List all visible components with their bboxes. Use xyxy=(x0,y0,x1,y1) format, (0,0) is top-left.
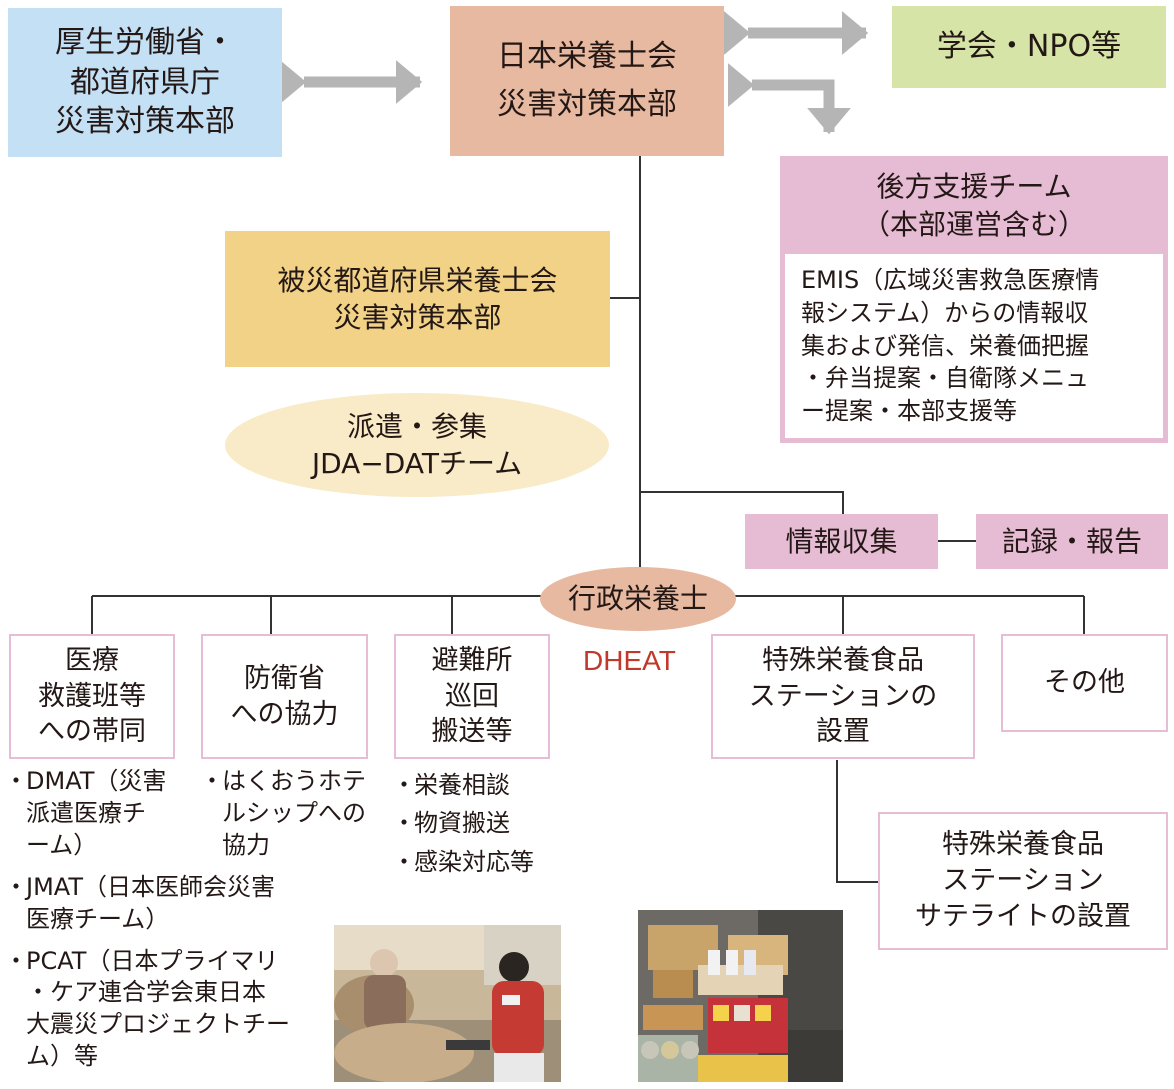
backup-detail-line: 報システム）からの情報収 xyxy=(801,299,1089,328)
list-item: ・感染対応等 xyxy=(392,843,534,881)
list-item-line: 大震災プロジェクトチー xyxy=(26,1010,290,1039)
other-box: その他 xyxy=(1001,634,1168,732)
sdf-line: への協力 xyxy=(230,698,339,730)
admin-dietitian-ellipse: 行政栄養士 xyxy=(540,567,736,631)
list-item-line: 派遣医療チ xyxy=(26,798,146,827)
shelter-list: ・栄養相談 ・物資搬送 ・感染対応等 xyxy=(392,766,534,881)
jda-hq-line: 災害対策本部 xyxy=(497,87,677,122)
list-item-text: 感染対応等 xyxy=(414,847,534,876)
sdf-cooperation-box: 防衛省 への協力 xyxy=(201,634,368,759)
backup-team-box: 後方支援チーム （本部運営含む） xyxy=(780,156,1168,255)
arrow-jda-backup xyxy=(727,63,851,135)
list-item-text: 物資搬送 xyxy=(414,809,510,838)
food-station-line: ステーションの xyxy=(748,680,938,712)
academia-npo-box: 学会・NPO等 xyxy=(892,6,1166,88)
academia-line: 学会・NPO等 xyxy=(936,29,1122,65)
list-item-line: ム）等 xyxy=(26,1042,98,1071)
ministry-hq-box: 厚生労働省・ 都道府県庁 災害対策本部 xyxy=(8,8,282,157)
bullet-dot: ・ xyxy=(4,872,28,901)
prefecture-hq-line: 被災都道府県栄養士会 xyxy=(277,263,558,297)
bullet-dot: ・ xyxy=(392,771,416,799)
list-item: ・栄養相談 xyxy=(392,766,534,804)
list-item-line: ルシップへの xyxy=(222,798,366,827)
satellite-line: ステーション xyxy=(942,865,1104,897)
backup-detail-line: EMIS（広域災害救急医療情 xyxy=(801,266,1100,295)
list-item-line: 協力 xyxy=(222,830,270,859)
admin-dietitian-label: 行政栄養士 xyxy=(567,582,708,616)
medical-line: 救護班等 xyxy=(38,680,146,712)
bullet-dot: ・ xyxy=(4,946,28,975)
food-station-box: 特殊栄養食品 ステーションの 設置 xyxy=(711,634,975,759)
shelter-line: 巡回 xyxy=(445,680,499,712)
branch-info xyxy=(640,491,844,514)
consultation-photo xyxy=(334,925,561,1082)
bullet-dot: ・ xyxy=(200,767,224,795)
food-station-line: 特殊栄養食品 xyxy=(762,644,924,676)
food-supplies-photo xyxy=(638,910,843,1082)
dheat-label: DHEAT xyxy=(583,645,676,676)
backup-team-line: （本部運営含む） xyxy=(861,207,1086,241)
list-item-line: JMAT（日本医師会災害 xyxy=(26,872,275,901)
shelter-patrol-box: 避難所 巡回 搬送等 xyxy=(394,634,550,759)
jda-dat-line: JDA−DATチーム xyxy=(311,447,523,480)
list-item: ・DMAT（災害 派遣医療チ ーム） xyxy=(4,766,290,862)
backup-detail-line: ・弁当提案・自衛隊メニュ xyxy=(801,364,1089,393)
jda-hq-line: 日本栄養士会 xyxy=(497,39,677,74)
list-item-line: 医療チーム） xyxy=(26,904,170,933)
info-collection-label: 情報収集 xyxy=(785,524,898,558)
other-label: その他 xyxy=(1044,667,1125,699)
list-item: ・物資搬送 xyxy=(392,804,534,842)
list-item-line: ・ケア連合学会東日本 xyxy=(26,978,266,1007)
list-item: ・PCAT（日本プライマリ ・ケア連合学会東日本 大震災プロジェクトチー ム）等 xyxy=(4,946,290,1074)
branch-satellite xyxy=(836,760,878,883)
bullet-dot: ・ xyxy=(392,847,416,876)
backup-detail-line: 集および発信、栄養価把握 xyxy=(801,331,1089,360)
list-item: ・はくおうホテ ルシップへの 協力 xyxy=(200,766,366,862)
prefecture-hq-line: 災害対策本部 xyxy=(333,301,502,334)
food-station-line: 設置 xyxy=(816,716,870,748)
jda-hq-box: 日本栄養士会 災害対策本部 xyxy=(450,6,724,156)
list-item-line: はくおうホテ xyxy=(222,767,366,795)
jda-dat-ellipse: 派遣・参集 JDA−DATチーム xyxy=(225,393,609,497)
satellite-station-box: 特殊栄養食品 ステーション サテライトの設置 xyxy=(878,812,1168,950)
info-collection-box: 情報収集 xyxy=(745,514,938,569)
jda-dat-line: 派遣・参集 xyxy=(346,409,487,443)
sdf-list: ・はくおうホテ ルシップへの 協力 xyxy=(200,766,366,862)
list-item-line: ーム） xyxy=(26,830,98,859)
record-report-label: 記録・報告 xyxy=(1001,524,1142,558)
list-item-line: PCAT（日本プライマリ xyxy=(26,946,279,975)
sdf-line: 防衛省 xyxy=(244,662,325,694)
ministry-line: 災害対策本部 xyxy=(55,104,235,140)
shelter-line: 避難所 xyxy=(431,644,513,676)
prefecture-hq-box: 被災都道府県栄養士会 災害対策本部 xyxy=(225,231,610,367)
bullet-dot: ・ xyxy=(392,809,416,838)
record-report-box: 記録・報告 xyxy=(976,514,1168,569)
ministry-line: 都道府県庁 xyxy=(70,64,220,100)
list-item-line: DMAT（災害 xyxy=(26,767,167,795)
list-item-text: 栄養相談 xyxy=(414,771,510,799)
ministry-line: 厚生労働省・ xyxy=(55,24,235,60)
bullet-dot: ・ xyxy=(4,767,28,795)
satellite-line: サテライトの設置 xyxy=(915,900,1131,932)
backup-detail-box: EMIS（広域災害救急医療情 報システム）からの情報収 集および発信、栄養価把握… xyxy=(780,254,1168,443)
medical-line: 医療 xyxy=(65,644,119,676)
list-item: ・JMAT（日本医師会災害 医療チーム） xyxy=(4,872,290,936)
shelter-line: 搬送等 xyxy=(431,716,513,748)
medical-line: への帯同 xyxy=(38,716,146,748)
backup-detail-line: ー提案・本部支援等 xyxy=(801,396,1017,425)
medical-team-box: 医療 救護班等 への帯同 xyxy=(9,634,175,759)
satellite-line: 特殊栄養食品 xyxy=(942,829,1104,861)
backup-team-line: 後方支援チーム xyxy=(876,170,1072,204)
medical-team-list: ・DMAT（災害 派遣医療チ ーム） ・JMAT（日本医師会災害 医療チーム） … xyxy=(4,766,290,1073)
